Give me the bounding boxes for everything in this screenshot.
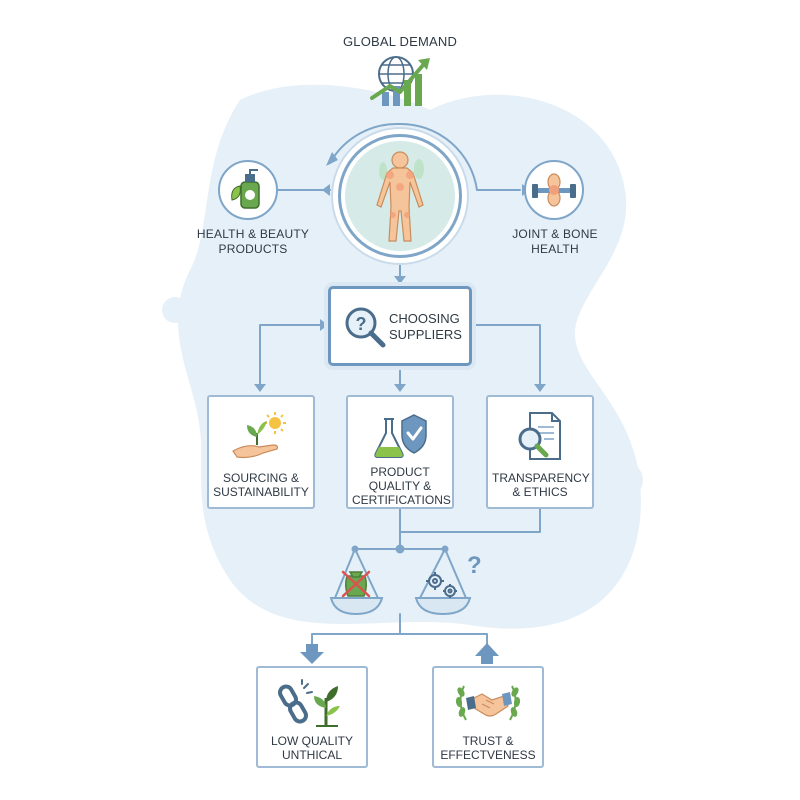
sourcing-sustainability-label: SOURCING & SUSTAINABILITY (213, 471, 309, 499)
cycle-arc-right (399, 122, 478, 191)
arrow-up-outcome (475, 643, 499, 664)
product-quality-card[interactable]: PRODUCT QUALITY & CERTIFICATIONS (346, 395, 454, 509)
arrow-head-criteria-mid (394, 384, 406, 392)
link-balance-to-outcome-right (399, 633, 488, 651)
document-magnifier-icon (518, 412, 561, 460)
balance-string-right-a (419, 548, 446, 599)
choosing-suppliers-label: CHOOSING SUPPLIERS (389, 311, 462, 342)
choosing-suppliers-box[interactable]: ? CHOOSING SUPPLIERS (328, 286, 472, 366)
global-demand-title: GLOBAL DEMAND (342, 34, 458, 49)
health-beauty-label: HEALTH & BEAUTY PRODUCTS (196, 227, 310, 256)
low-quality-label: LOW QUALITY UNTHICAL (270, 734, 353, 762)
transparency-ethics-card[interactable]: TRANSPARENCY & ETHICS (486, 395, 594, 509)
magnifier-question-icon: ? (345, 307, 386, 348)
balance-string-right-b (444, 548, 467, 599)
flask-shield-check-icon (374, 414, 427, 458)
trust-effectiveness-label: TRUST & EFFECTVENESS (440, 734, 536, 762)
cycle-arc-left (329, 122, 401, 164)
product-quality-label: PRODUCT QUALITY & CERTIFICATIONS (352, 465, 451, 507)
balance-pan-left (329, 597, 384, 616)
link-right-criteria-to-balance (399, 508, 541, 533)
balance-pivot (395, 544, 405, 554)
background-dot-right (607, 462, 643, 498)
question-mark: ? (467, 552, 482, 579)
skincare-bottle-icon (231, 169, 260, 209)
svg-text:?: ? (356, 314, 367, 334)
broken-chain-sprout-icon (278, 679, 340, 727)
health-beauty-node[interactable] (218, 160, 278, 220)
arrow-head-choosing (394, 276, 406, 284)
trust-effectiveness-card[interactable]: TRUST & EFFECTVENESS (432, 666, 544, 768)
link-choosing-right (471, 324, 541, 387)
balance-pan-right (414, 597, 472, 616)
arrow-head-left-node (322, 184, 330, 196)
money-bag-crossed-icon (341, 570, 371, 598)
arrow-head-cycle (326, 152, 338, 166)
globe-growth-chart-icon (370, 56, 430, 106)
gears-icon (426, 572, 457, 598)
center-circle (338, 134, 462, 258)
joint-bone-node[interactable] (524, 160, 584, 220)
sourcing-sustainability-card[interactable]: SOURCING & SUSTAINABILITY (207, 395, 315, 509)
human-body-icon (345, 141, 455, 251)
balance-end-right (441, 545, 449, 553)
hand-sprout-sun-icon (232, 412, 286, 459)
arrow-down-outcome (300, 644, 324, 664)
link-balance-to-outcomes (311, 613, 401, 653)
background-dot-left (162, 297, 188, 323)
low-quality-card[interactable]: LOW QUALITY UNTHICAL (256, 666, 368, 768)
joint-bone-label: JOINT & BONE HEALTH (512, 227, 598, 256)
arrow-head-criteria-right (534, 384, 546, 392)
link-choosing-left (259, 324, 321, 387)
balance-end-left (351, 545, 359, 553)
joint-dumbbell-icon (532, 173, 576, 207)
transparency-ethics-label: TRANSPARENCY & ETHICS (492, 471, 590, 499)
arrow-head-choosing-in (320, 319, 328, 331)
arrow-head-criteria-left (254, 384, 266, 392)
handshake-laurel-icon (455, 685, 521, 721)
